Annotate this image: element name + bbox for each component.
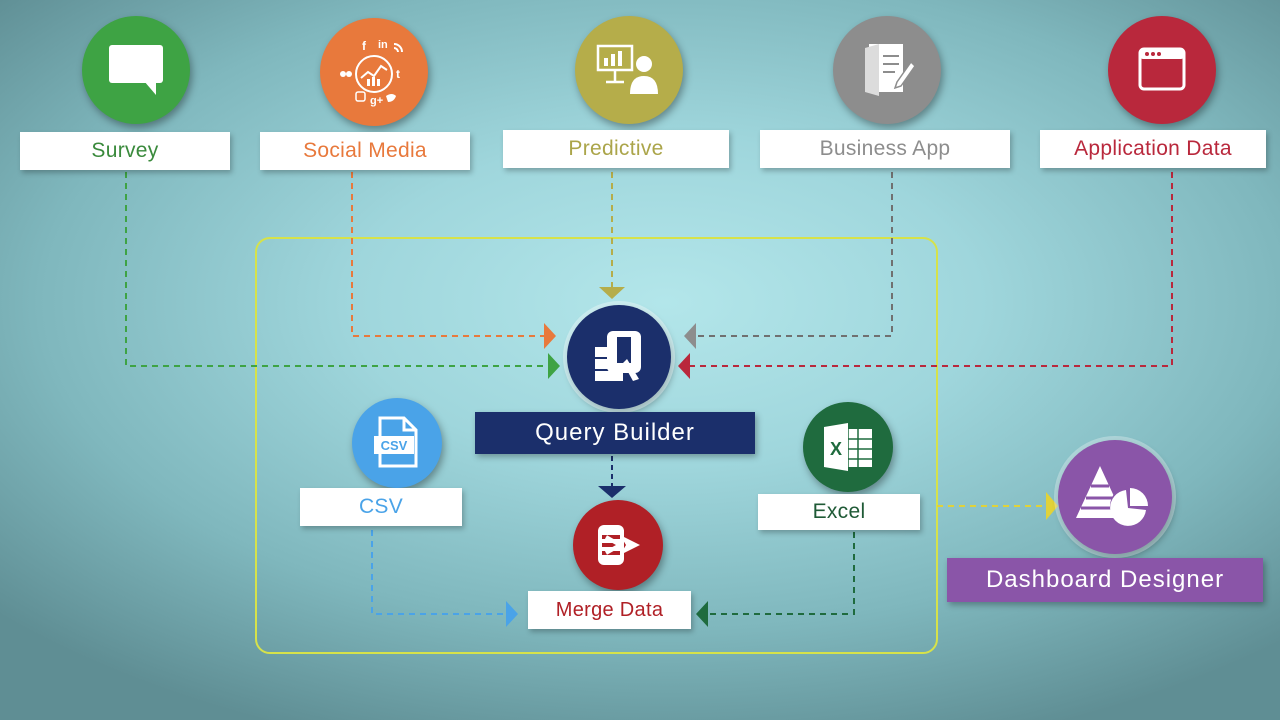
survey-label: Survey: [20, 132, 230, 170]
presenter-chart-icon: [596, 42, 662, 98]
svg-text:in: in: [378, 39, 388, 51]
survey-node[interactable]: [82, 16, 190, 124]
application-data-label: Application Data: [1040, 130, 1266, 168]
dashboard-designer-node[interactable]: [1058, 440, 1172, 554]
application-data-connector: [684, 172, 1173, 367]
excel-node[interactable]: X: [803, 402, 893, 492]
predictive-label: Predictive: [503, 130, 729, 168]
app-window-icon: [1137, 45, 1187, 95]
dashboard-arrow: [1046, 492, 1058, 520]
application-data-node[interactable]: [1108, 16, 1216, 124]
social-media-label: Social Media: [260, 132, 470, 170]
svg-text:X: X: [830, 439, 842, 459]
excel-icon: X: [820, 421, 876, 473]
chat-bubble-icon: [106, 41, 166, 99]
social-media-arrow: [544, 323, 556, 349]
excel-arrow: [696, 601, 708, 627]
dashboard-designer-label: Dashboard Designer: [947, 558, 1263, 602]
merge-data-label: Merge Data: [528, 591, 691, 629]
query-to-merge-arrow: [598, 486, 626, 498]
business-app-label: Business App: [760, 130, 1010, 168]
business-app-connector: [692, 172, 893, 337]
survey-arrow: [548, 353, 560, 379]
document-pen-icon: [855, 38, 919, 102]
csv-label: CSV: [300, 488, 462, 526]
application-data-arrow: [678, 353, 690, 379]
csv-connector: [371, 530, 508, 615]
database-q-icon: [587, 325, 651, 389]
business-app-node[interactable]: [833, 16, 941, 124]
csv-arrow: [506, 601, 518, 627]
business-app-arrow: [684, 323, 696, 349]
survey-connector: [125, 172, 552, 367]
query-builder-node[interactable]: [567, 305, 671, 409]
excel-connector: [706, 532, 855, 615]
excel-label: Excel: [758, 494, 920, 530]
merge-icon: [590, 521, 646, 569]
social-network-icon: f in t g+: [334, 32, 414, 112]
data-group-frame: [255, 237, 938, 654]
merge-data-node[interactable]: [573, 500, 663, 590]
social-media-connector: [351, 172, 546, 337]
predictive-arrow: [599, 287, 625, 299]
csv-badge-text: CSV: [381, 438, 408, 453]
svg-text:f: f: [362, 39, 367, 53]
predictive-node[interactable]: [575, 16, 683, 124]
csv-node[interactable]: CSV: [352, 398, 442, 488]
svg-text:t: t: [396, 67, 400, 81]
query-builder-label: Query Builder: [475, 412, 755, 454]
svg-text:g+: g+: [370, 95, 383, 107]
pyramid-pie-icon: [1072, 462, 1158, 532]
csv-file-icon: CSV: [372, 416, 422, 470]
social-media-node[interactable]: f in t g+: [320, 18, 428, 126]
